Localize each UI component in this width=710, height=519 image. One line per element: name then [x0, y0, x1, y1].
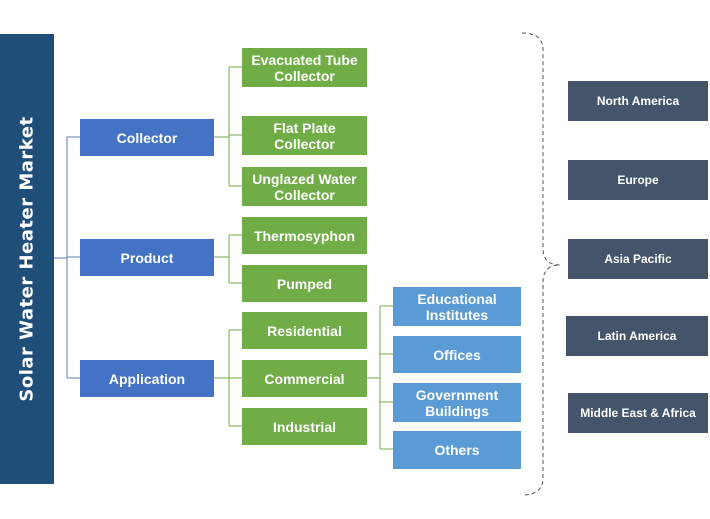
commercial-educational-institutes: Educational Institutes [393, 287, 521, 326]
commercial-offices: Offices [393, 336, 521, 373]
collector-evacuated-tube: Evacuated Tube Collector [242, 48, 367, 87]
region-europe: Europe [568, 160, 708, 200]
diagram-title: Solar Water Heater Market [16, 116, 38, 402]
application-commercial: Commercial [242, 360, 367, 397]
region-asia-pacific: Asia Pacific [568, 239, 708, 279]
region-latin-america: Latin America [566, 316, 708, 356]
product-pumped: Pumped [242, 265, 367, 302]
segment-application: Application [80, 360, 214, 397]
application-residential: Residential [242, 312, 367, 349]
segment-collector: Collector [80, 119, 214, 156]
commercial-others: Others [393, 431, 521, 469]
region-north-america: North America [568, 81, 708, 121]
collector-unglazed: Unglazed Water Collector [242, 167, 367, 206]
region-brace [521, 32, 561, 496]
segment-product: Product [80, 239, 214, 276]
application-industrial: Industrial [242, 408, 367, 445]
commercial-government-buildings: Government Buildings [393, 383, 521, 422]
title-bar [0, 34, 54, 484]
product-thermosyphon: Thermosyphon [242, 217, 367, 254]
collector-flat-plate: Flat Plate Collector [242, 116, 367, 155]
region-middle-east-africa: Middle East & Africa [568, 393, 708, 433]
